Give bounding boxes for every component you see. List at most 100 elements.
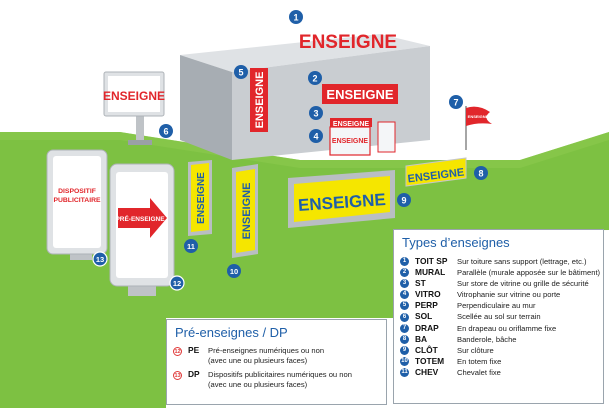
marker-12: 12 [169,275,185,291]
legend-item: 11 CHEV Chevalet fixe [400,367,597,378]
flag [466,106,492,126]
marker-5: 5 [234,65,248,79]
legend-description: Parallèle (murale apposée sur le bâtimen… [457,268,601,278]
marker-1: 1 [289,10,303,24]
svg-text:13: 13 [96,255,104,264]
legend-code: ST [415,278,426,289]
perpendicular-sign: ENSEIGNE [254,72,266,129]
legend-description: Dispositifs publicitaires numériques ou … [208,370,352,389]
svg-text:10: 10 [230,267,238,276]
legend-number-badge: 11 [400,367,409,377]
legend-description: Vitrophanie sur vitrine ou porte [457,290,561,300]
pole-sign-post [136,114,144,144]
legend-number-badge: 2 [400,268,409,278]
legend-description: Perpendiculaire au mur [457,301,536,311]
legend-code: SOL [415,311,433,322]
flag-sign: ENSEIGNE [468,114,489,119]
legend-code: CLÔT [415,344,438,355]
totem-face [236,169,255,253]
legend-code: PERP [415,300,438,311]
legend-number-badge: 4 [400,290,409,300]
window-sign: ENSEIGNE [332,138,369,145]
awning-sign-panel [330,118,372,127]
legend-description: Chevalet fixe [457,367,501,377]
marker-8: 8 [474,166,488,180]
svg-text:6: 6 [163,127,168,137]
legend-pre-list: 12 PE Pré-enseignes numériques ou non (ave… [173,345,380,389]
marker-3: 3 [309,106,323,120]
legend-pre-title: Pré-enseignes / DP [175,325,288,340]
legend-description: Pré-enseignes numériques ou non (avec un… [208,346,325,365]
pole-sign-face [108,76,160,112]
legend-description: Sur store de vitrine ou grille de sécuri… [457,279,589,289]
pre-sign: PRÉ-ENSEIGNE [115,214,165,223]
marker-9: 9 [397,193,411,207]
legend-number-badge: 8 [400,334,409,344]
svg-text:11: 11 [187,242,195,251]
legend-number-badge: 5 [400,301,409,311]
banner-panel [405,157,467,187]
legend-description: Sur toiture sans support (lettrage, etc.… [457,257,587,266]
wall-sign-panel [322,84,398,104]
legend-item: 10 TOTEM En totem fixe [400,356,597,367]
legend-number-badge: 6 [400,312,409,322]
legend-number-badge: 13 [173,371,182,380]
legend-code: DP [188,369,200,379]
legend-number-badge: 1 [400,257,409,267]
pre-sign-arrow [118,198,167,238]
legend-description: Sur clôture [457,345,494,355]
awning-sign: ENSEIGNE [333,121,370,128]
svg-text:9: 9 [401,196,406,206]
legend-description: En totem fixe [457,356,502,366]
svg-text:8: 8 [478,169,483,179]
legend-description: En drapeau ou oriflamme fixe [457,323,557,333]
legend-pre-signs: Pré-enseignes / DP 12 PE Pré-enseignes num… [166,319,387,405]
svg-text:12: 12 [173,279,181,288]
svg-text:1: 1 [293,13,298,23]
billboard-face [53,156,101,248]
easel-sign: ENSEIGNE [196,172,207,224]
svg-text:2: 2 [312,74,317,84]
svg-text:7: 7 [453,98,458,108]
totem-sign: ENSEIGNE [241,183,253,240]
marker-4: 4 [309,129,323,143]
fence-sign-face [294,176,390,222]
legend-number-badge: 10 [400,356,409,366]
legend-item: 5 PERP Perpendiculaire au mur [400,300,597,311]
wall-sign: ENSEIGNE [326,87,394,102]
legend-code: MURAL [415,267,446,278]
svg-text:3: 3 [313,109,318,119]
legend-code: DRAP [415,322,439,333]
legend-code: CHEV [415,366,439,377]
legend-number-badge: 7 [400,323,409,333]
building-top [180,34,430,72]
easel-face [191,163,209,232]
legend-code: BA [415,333,428,344]
svg-text:4: 4 [313,132,318,142]
roof-sign: ENSEIGNE [299,32,397,53]
building-side [180,55,232,160]
shop-window [329,126,371,156]
legend-code: PE [188,345,200,355]
legend-number-badge: 12 [173,347,182,356]
legend-types-title: Types d’enseignes [402,235,510,250]
marker-2: 2 [308,71,322,85]
marker-10: 10 [227,264,241,278]
shop-door [377,121,396,153]
legend-code: TOTEM [415,355,445,366]
legend-description: Banderole, bâche [457,334,517,344]
perpendicular-sign-panel [250,68,268,132]
pole-sign-base [128,140,152,145]
grass-shade [0,132,609,168]
legend-item: 13 DP Dispositifs publicitaires numériques… [173,369,380,389]
